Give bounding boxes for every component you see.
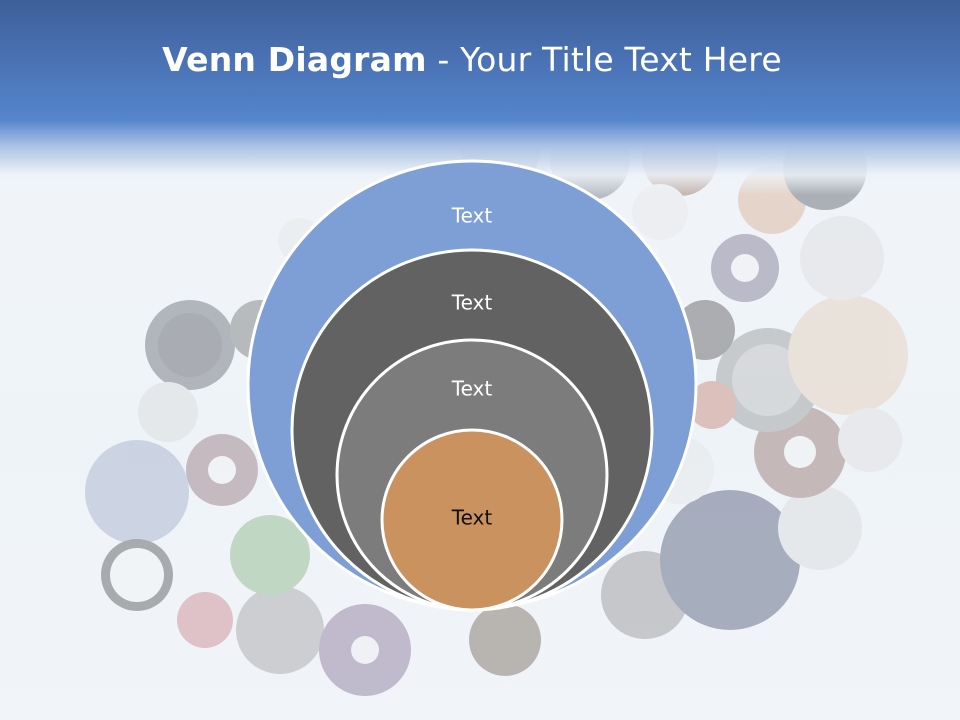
slide-title: Venn Diagram - Your Title Text Here <box>0 40 944 79</box>
venn-label-third: Text <box>451 377 493 401</box>
venn-label-inner: Text <box>451 506 493 530</box>
venn-label-second: Text <box>451 291 493 315</box>
venn-label-outer: Text <box>451 204 493 228</box>
title-bold-text: Venn Diagram <box>162 40 427 79</box>
venn-circle-inner <box>380 428 564 612</box>
title-rest-text: - Your Title Text Here <box>426 40 782 79</box>
